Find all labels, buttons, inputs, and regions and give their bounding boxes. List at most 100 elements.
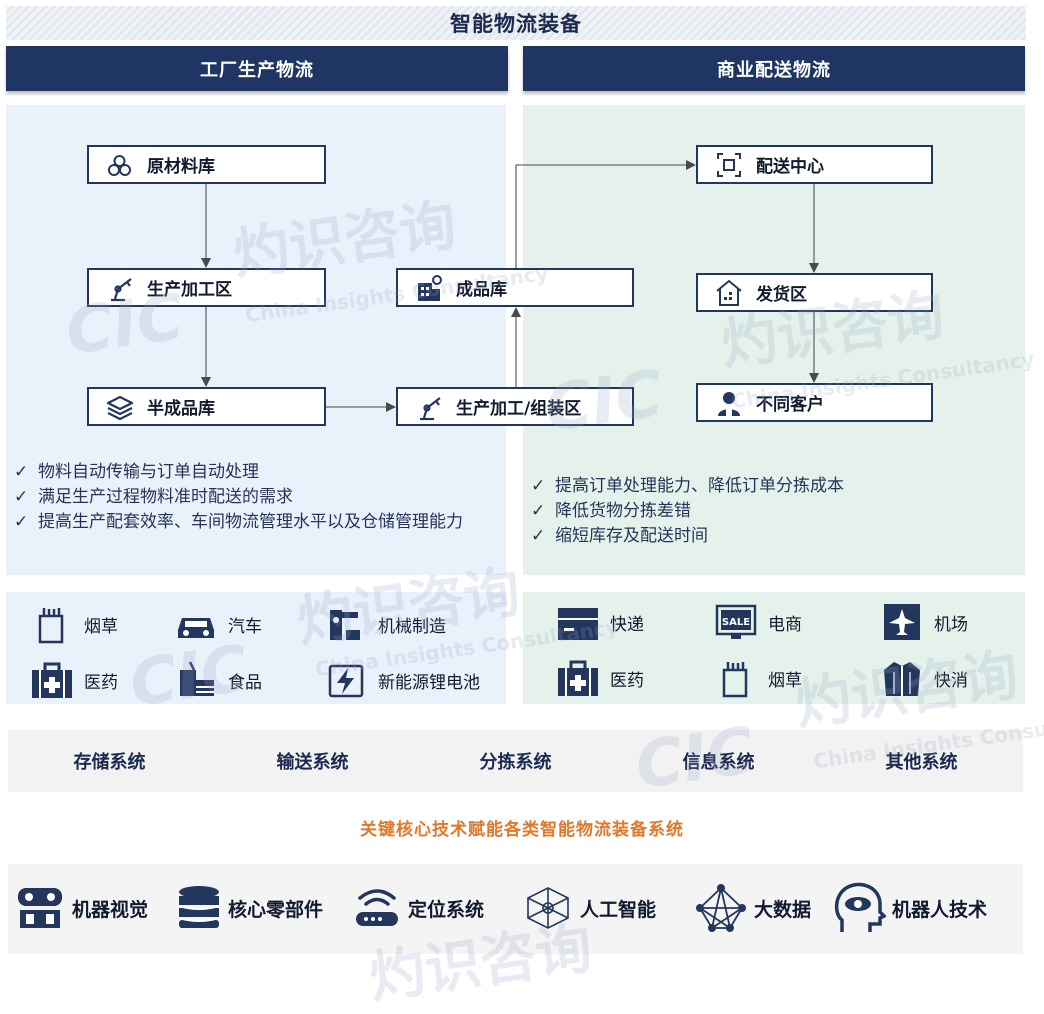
check-icon: ✓ bbox=[531, 501, 546, 521]
node-raw-material-label: 原材料库 bbox=[147, 157, 215, 177]
robot-machine-icon bbox=[330, 610, 360, 640]
node-finished-goods-label: 成品库 bbox=[456, 280, 507, 300]
parcel-box-icon bbox=[558, 608, 598, 640]
ai-cube-icon bbox=[527, 887, 569, 929]
bullet-item: ✓降低货物分拣差错 bbox=[531, 499, 1021, 524]
vision-robot-icon bbox=[18, 888, 62, 928]
bullet-item: ✓ 提高订单处理能力、降低订单分拣成本 bbox=[531, 474, 1021, 499]
tech-big-data: 大数据 bbox=[694, 884, 811, 932]
check-icon: ✓ bbox=[14, 462, 29, 482]
check-icon: ✓ bbox=[531, 526, 546, 546]
key-technology-title: 关键核心技术赋能各类智能物流装备系统 bbox=[360, 820, 684, 840]
commerce-industries bbox=[523, 592, 1025, 704]
tech-positioning: 定位系统 bbox=[352, 884, 484, 932]
bullet-item: ✓ 满足生产过程物料准时配送的需求 bbox=[14, 485, 504, 510]
system-conveying: 输送系统 bbox=[276, 752, 349, 773]
commerce-header-text: 商业配送物流 bbox=[717, 59, 831, 81]
factory-building-icon bbox=[412, 273, 446, 303]
flow-arrows bbox=[201, 160, 819, 412]
industry-label: 医药 bbox=[84, 672, 118, 693]
industry-label: 烟草 bbox=[84, 616, 118, 637]
car-icon bbox=[178, 618, 214, 638]
industry-label: 电商 bbox=[768, 614, 802, 635]
industry-label: 汽车 bbox=[228, 616, 262, 637]
tech-robotics: 机器人技术 bbox=[830, 880, 987, 936]
bullet-text: 缩短库存及配送时间 bbox=[555, 526, 708, 546]
tech-label: 大数据 bbox=[754, 898, 812, 921]
industry-medicine: 医药 bbox=[30, 660, 118, 700]
jacket-icon bbox=[884, 662, 920, 696]
industry-food: 食品 bbox=[174, 660, 262, 700]
system-sorting: 分拣系统 bbox=[479, 752, 552, 773]
tech-label: 机器视觉 bbox=[72, 898, 149, 921]
robot-arm-icon bbox=[103, 273, 137, 303]
bullet-text: 提高订单处理能力、降低订单分拣成本 bbox=[555, 476, 844, 496]
system-storage: 存储系统 bbox=[73, 752, 146, 773]
network-nodes-icon bbox=[696, 884, 746, 932]
page-title: 智能物流装备 bbox=[6, 6, 1026, 40]
pipes-icon bbox=[103, 150, 137, 180]
industry-new-energy-battery: 新能源锂电池 bbox=[324, 660, 480, 700]
industry-tobacco: 烟草 bbox=[30, 604, 118, 644]
node-distribution-center-label: 配送中心 bbox=[756, 157, 824, 177]
node-finished-goods: 成品库 bbox=[396, 268, 634, 307]
industry-medicine: 医药 bbox=[556, 658, 644, 698]
node-raw-material: 原材料库 bbox=[87, 145, 326, 184]
industry-label: 新能源锂电池 bbox=[378, 672, 480, 693]
bullet-text: 提高生产配套效率、车间物流管理水平以及仓储管理能力 bbox=[38, 512, 463, 532]
tech-label: 人工智能 bbox=[580, 898, 657, 921]
cigarette-pack-icon bbox=[722, 662, 748, 698]
industry-fmcg: 快消 bbox=[880, 658, 968, 698]
commerce-header: 商业配送物流 bbox=[523, 46, 1025, 91]
node-semi-finished: 半成品库 bbox=[87, 387, 326, 426]
page-title-text: 智能物流装备 bbox=[450, 11, 582, 36]
industry-ecommerce: SALE 电商 bbox=[714, 602, 802, 642]
arrow-finished-to-dc bbox=[515, 160, 696, 268]
industry-machinery: 机械制造 bbox=[324, 604, 446, 644]
bullet-item: ✓ 物料自动传输与订单自动处理 bbox=[14, 460, 504, 485]
node-assembly: 生产加工/组装区 bbox=[396, 387, 634, 426]
system-other: 其他系统 bbox=[885, 752, 958, 773]
customer-icon bbox=[712, 388, 746, 418]
cigarette-pack-icon bbox=[38, 608, 64, 644]
factory-header: 工厂生产物流 bbox=[6, 46, 508, 91]
eye-head-icon bbox=[834, 882, 886, 932]
tech-label: 机器人技术 bbox=[892, 898, 988, 921]
tech-ai: 人工智能 bbox=[522, 884, 656, 932]
check-icon: ✓ bbox=[14, 512, 29, 532]
check-icon: ✓ bbox=[14, 487, 29, 507]
industry-label: 机械制造 bbox=[378, 616, 446, 637]
wifi-router-icon bbox=[356, 889, 398, 926]
industry-express: 快递 bbox=[556, 602, 644, 642]
box-scan-icon bbox=[712, 150, 746, 180]
tech-label: 定位系统 bbox=[408, 898, 485, 921]
bullet-text: 物料自动传输与订单自动处理 bbox=[38, 462, 259, 482]
bullet-text: 满足生产过程物料准时配送的需求 bbox=[38, 487, 293, 507]
factory-industries bbox=[6, 592, 506, 704]
factory-bullets: ✓ 物料自动传输与订单自动处理 ✓ 满足生产过程物料准时配送的需求 ✓ 提高生产配套效… bbox=[14, 460, 504, 535]
node-distribution-center: 配送中心 bbox=[696, 145, 933, 184]
factory-header-text: 工厂生产物流 bbox=[200, 59, 314, 81]
tech-core-components: 核心零部件 bbox=[176, 884, 323, 932]
node-semi-finished-label: 半成品库 bbox=[147, 399, 215, 419]
layers-icon bbox=[103, 392, 137, 422]
commerce-bullets: ✓ 提高订单处理能力、降低订单分拣成本 ✓降低货物分拣差错 ✓ 缩短库存及配送时间 bbox=[531, 474, 1021, 549]
online-sale-icon: SALE bbox=[715, 604, 757, 639]
industry-label: 快消 bbox=[934, 670, 968, 691]
industry-airport: 机场 bbox=[880, 602, 968, 642]
bullet-item: ✓ 提高生产配套效率、车间物流管理水平以及仓储管理能力 bbox=[14, 510, 504, 535]
industry-label: 烟草 bbox=[768, 670, 802, 691]
svg-text:SALE: SALE bbox=[722, 617, 750, 628]
node-shipping-label: 发货区 bbox=[756, 285, 807, 305]
industry-label: 医药 bbox=[610, 670, 644, 691]
node-assembly-label: 生产加工/组装区 bbox=[456, 399, 582, 419]
robot-arm-icon bbox=[412, 392, 446, 422]
medical-kit-icon bbox=[32, 662, 72, 698]
node-processing-label: 生产加工区 bbox=[147, 280, 232, 300]
check-icon: ✓ bbox=[531, 476, 546, 496]
node-processing: 生产加工区 bbox=[87, 268, 326, 307]
warehouse-icon bbox=[712, 278, 746, 308]
lightning-battery-icon bbox=[328, 664, 364, 698]
tech-label: 核心零部件 bbox=[228, 898, 324, 921]
industry-label: 快递 bbox=[610, 614, 644, 635]
